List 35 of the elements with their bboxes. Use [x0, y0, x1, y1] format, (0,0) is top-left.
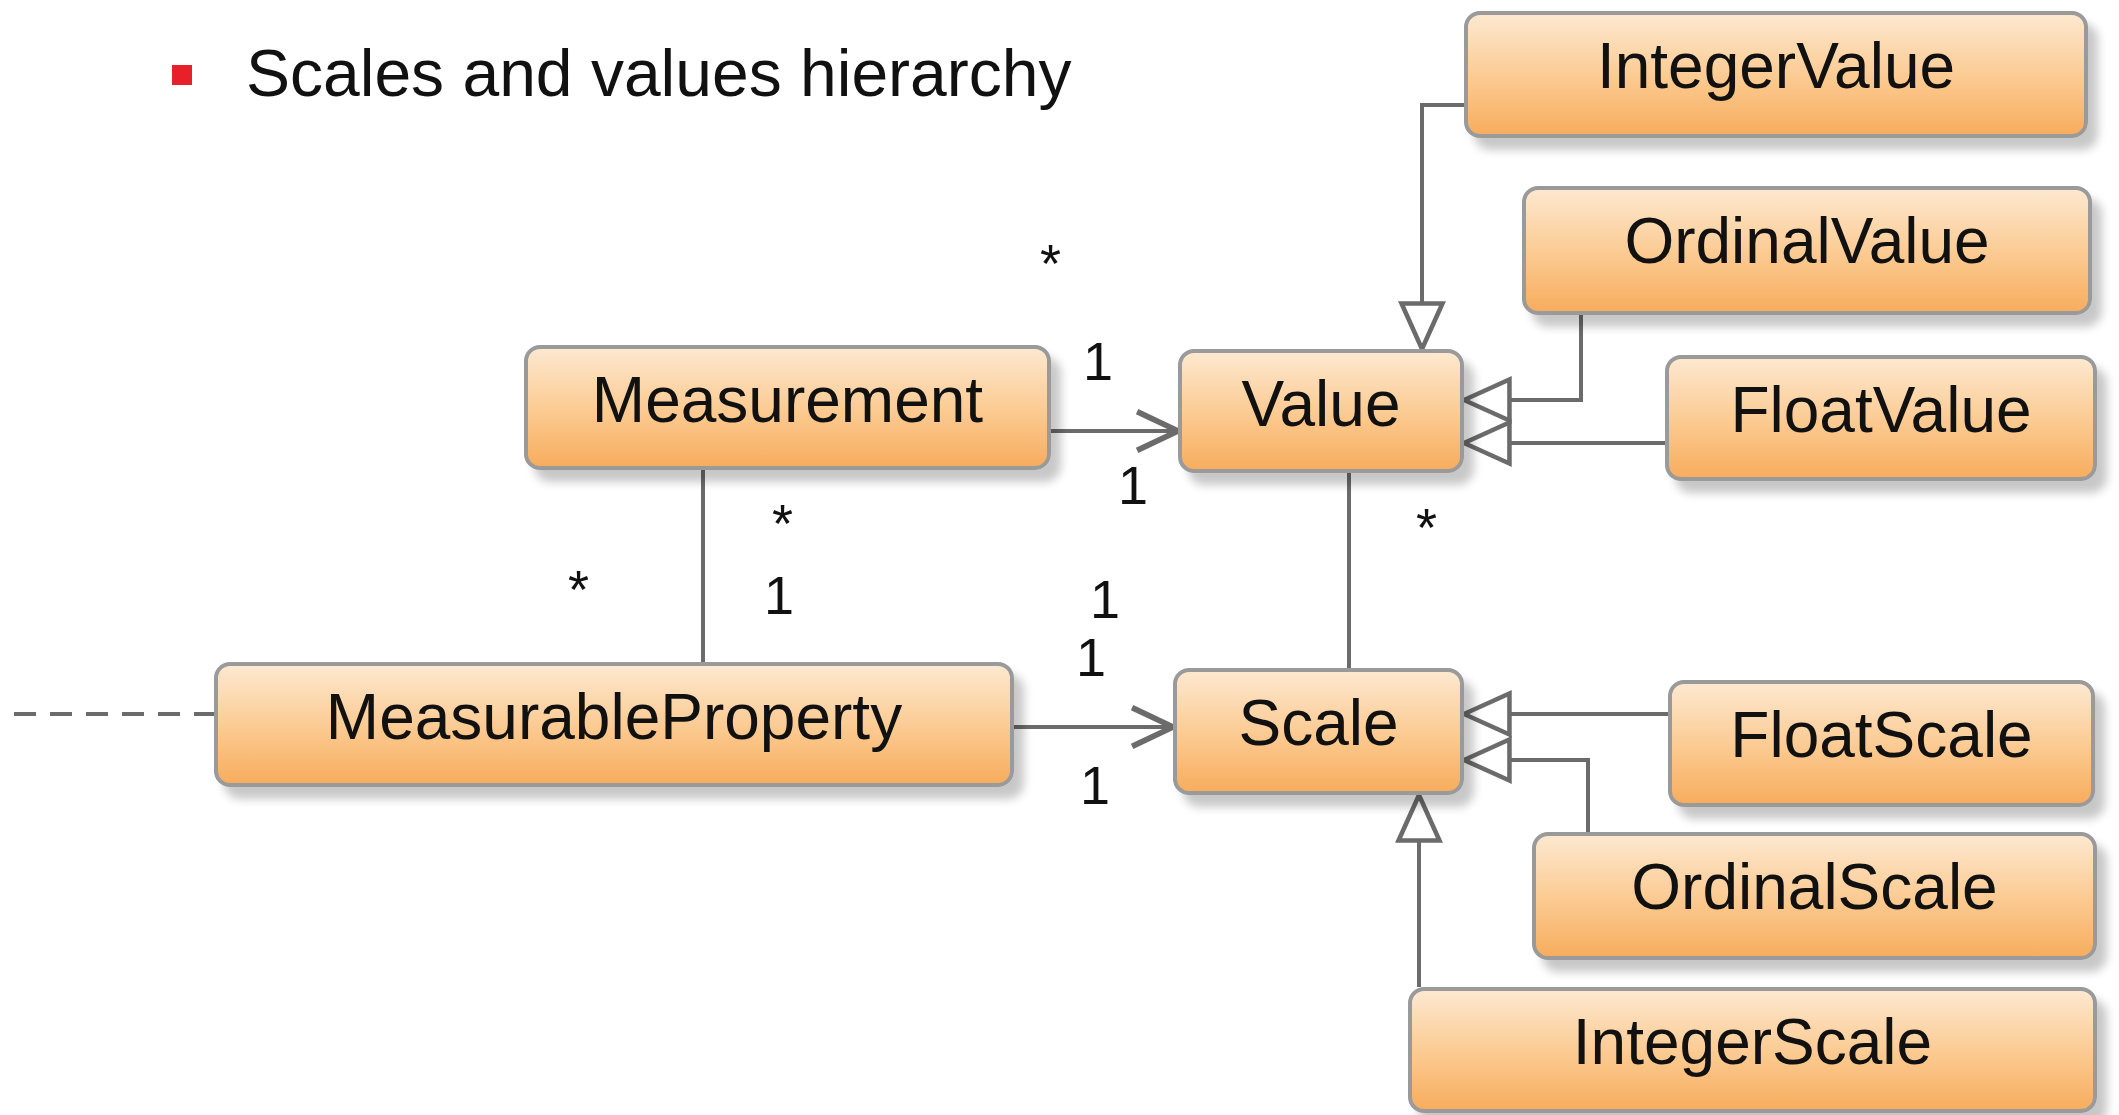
class-name: Measurement — [591, 363, 984, 437]
connector-line — [701, 470, 705, 662]
multiplicity: 1 — [1080, 758, 1111, 812]
class-box — [1173, 668, 1464, 795]
multiplicity: 1 — [1076, 630, 1107, 684]
dashed-line — [14, 712, 214, 716]
multiplicity: 1 — [1090, 572, 1121, 626]
class-box — [1532, 832, 2097, 960]
multiplicity: 1 — [1118, 458, 1149, 512]
class-name: Scale — [1238, 686, 1399, 760]
class-name: IntegerScale — [1572, 1005, 1933, 1079]
class-box — [1408, 987, 2097, 1113]
class-name: Value — [1241, 367, 1401, 441]
class-box — [1668, 680, 2095, 807]
multiplicity: 1 — [764, 568, 795, 622]
arrow — [1399, 103, 1464, 352]
multiplicity: * — [568, 562, 589, 616]
class-box — [1522, 186, 2092, 315]
connector-line — [1347, 473, 1351, 668]
class-name: OrdinalValue — [1624, 204, 1990, 278]
class-name: FloatValue — [1730, 373, 2032, 447]
class-box — [524, 345, 1051, 470]
arrow — [1396, 792, 1442, 987]
class-box — [1178, 349, 1464, 473]
multiplicity: * — [1416, 500, 1437, 554]
multiplicity: * — [772, 496, 793, 550]
class-name: FloatScale — [1730, 698, 2033, 772]
class-box — [214, 662, 1014, 787]
class-name: OrdinalScale — [1631, 850, 1998, 924]
multiplicity: 1 — [1083, 334, 1114, 388]
class-name: MeasurableProperty — [325, 680, 903, 754]
multiplicity: * — [1040, 236, 1061, 290]
class-box — [1665, 355, 2097, 481]
class-name: IntegerValue — [1596, 29, 1956, 103]
class-box — [1464, 11, 2088, 138]
